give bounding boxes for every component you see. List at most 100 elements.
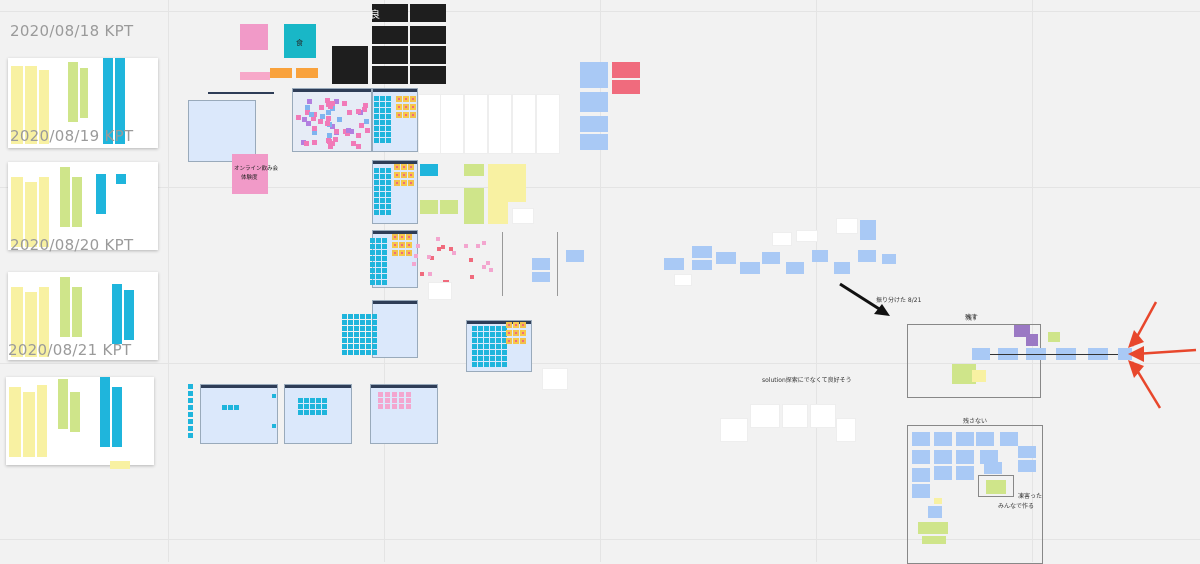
cluster-note[interactable] bbox=[366, 326, 371, 331]
cluster-note[interactable] bbox=[436, 237, 440, 241]
cluster-note[interactable] bbox=[342, 338, 347, 343]
sticky-orange[interactable] bbox=[270, 68, 292, 78]
cluster-note[interactable] bbox=[412, 114, 414, 116]
flow-node[interactable] bbox=[956, 450, 974, 464]
sticky-green[interactable] bbox=[464, 164, 484, 176]
cluster-note[interactable] bbox=[478, 344, 483, 349]
flow-node[interactable] bbox=[692, 246, 712, 258]
cluster-note[interactable] bbox=[482, 265, 486, 269]
flow-node[interactable] bbox=[1118, 348, 1132, 360]
cluster-note[interactable] bbox=[312, 112, 317, 117]
cluster-note[interactable] bbox=[380, 96, 385, 101]
sticky-red[interactable] bbox=[612, 80, 640, 94]
sticky-teal-top[interactable]: 食 bbox=[284, 24, 316, 58]
cluster-note[interactable] bbox=[412, 262, 416, 266]
flow-node[interactable] bbox=[1000, 432, 1018, 446]
cluster-note[interactable] bbox=[386, 108, 391, 113]
cluster-note[interactable] bbox=[366, 338, 371, 343]
flow-node[interactable] bbox=[762, 252, 780, 264]
cluster-note[interactable] bbox=[396, 166, 398, 168]
flow-node[interactable] bbox=[912, 484, 930, 498]
white-note[interactable] bbox=[512, 208, 534, 224]
cluster-note[interactable] bbox=[398, 98, 400, 100]
cluster-note[interactable] bbox=[342, 320, 347, 325]
cluster-note[interactable] bbox=[490, 338, 495, 343]
kpt-board-0819[interactable] bbox=[8, 162, 158, 250]
cluster-note[interactable] bbox=[374, 186, 379, 191]
dark-card[interactable] bbox=[410, 66, 446, 84]
cluster-note[interactable] bbox=[360, 344, 365, 349]
keep-notes[interactable] bbox=[39, 177, 49, 247]
sticky-pink-top[interactable] bbox=[240, 24, 268, 50]
cluster-note[interactable] bbox=[382, 250, 387, 255]
cluster-note[interactable] bbox=[354, 320, 359, 325]
cluster-note[interactable] bbox=[489, 268, 493, 272]
cluster-note[interactable] bbox=[508, 332, 510, 334]
kpt-board-0818[interactable] bbox=[8, 58, 158, 148]
try-notes[interactable] bbox=[124, 290, 134, 340]
white-column[interactable] bbox=[418, 94, 442, 154]
cluster-note[interactable] bbox=[370, 268, 375, 273]
cluster-note[interactable] bbox=[347, 110, 352, 115]
cluster-note[interactable] bbox=[188, 433, 193, 438]
cluster-note[interactable] bbox=[478, 332, 483, 337]
white-column[interactable] bbox=[536, 94, 560, 154]
cluster-note[interactable] bbox=[374, 198, 379, 203]
cluster-note[interactable] bbox=[304, 404, 309, 409]
white-note[interactable] bbox=[782, 404, 808, 428]
cluster-note[interactable] bbox=[405, 106, 407, 108]
cluster-note[interactable] bbox=[188, 405, 193, 410]
cluster-note[interactable] bbox=[380, 192, 385, 197]
cluster-note[interactable] bbox=[412, 98, 414, 100]
cluster-note[interactable] bbox=[484, 332, 489, 337]
sticky-green[interactable] bbox=[918, 522, 948, 534]
cluster-note[interactable] bbox=[301, 140, 306, 145]
flow-node[interactable] bbox=[882, 254, 896, 264]
sticky-purple[interactable] bbox=[1026, 334, 1038, 346]
cluster-note[interactable] bbox=[449, 247, 453, 251]
cluster-note[interactable] bbox=[306, 121, 311, 126]
cluster-note[interactable] bbox=[496, 326, 501, 331]
cluster-note[interactable] bbox=[414, 254, 418, 258]
flow-node[interactable] bbox=[984, 462, 1002, 474]
cluster-note[interactable] bbox=[372, 332, 377, 337]
cluster-note[interactable] bbox=[428, 272, 432, 276]
cluster-note[interactable] bbox=[482, 241, 486, 245]
dark-card[interactable] bbox=[410, 26, 446, 44]
cluster-note[interactable] bbox=[298, 398, 303, 403]
cluster-note[interactable] bbox=[354, 332, 359, 337]
cluster-note[interactable] bbox=[386, 198, 391, 203]
white-column[interactable] bbox=[488, 94, 512, 154]
dark-card[interactable] bbox=[410, 46, 446, 64]
flow-node[interactable] bbox=[858, 250, 876, 262]
cluster-note[interactable] bbox=[309, 112, 314, 117]
cluster-note[interactable] bbox=[394, 244, 396, 246]
flow-node[interactable] bbox=[956, 432, 974, 446]
cluster-note[interactable] bbox=[380, 180, 385, 185]
keep-notes[interactable] bbox=[25, 66, 37, 144]
cluster-note[interactable] bbox=[305, 105, 310, 110]
cluster-note[interactable] bbox=[472, 362, 477, 367]
white-column[interactable] bbox=[464, 94, 488, 154]
cluster-note[interactable] bbox=[490, 362, 495, 367]
cluster-note[interactable] bbox=[370, 280, 375, 285]
dark-card[interactable] bbox=[332, 46, 368, 84]
cluster-note[interactable] bbox=[403, 174, 405, 176]
cluster-note[interactable] bbox=[522, 340, 524, 342]
cluster-note[interactable] bbox=[366, 320, 371, 325]
cluster-note[interactable] bbox=[515, 324, 517, 326]
cluster-note[interactable] bbox=[322, 398, 327, 403]
cluster-note[interactable] bbox=[403, 182, 405, 184]
cluster-note[interactable] bbox=[346, 128, 351, 133]
cluster-note[interactable] bbox=[396, 182, 398, 184]
cluster-note[interactable] bbox=[334, 129, 339, 134]
cluster-note[interactable] bbox=[318, 119, 323, 124]
keep-notes[interactable] bbox=[9, 387, 21, 457]
cluster-note[interactable] bbox=[427, 255, 431, 259]
problem-notes[interactable] bbox=[80, 68, 88, 118]
cluster-note[interactable] bbox=[472, 350, 477, 355]
cluster-note[interactable] bbox=[410, 182, 412, 184]
cluster-note[interactable] bbox=[398, 114, 400, 116]
cluster-note[interactable] bbox=[399, 398, 404, 403]
cluster-note[interactable] bbox=[385, 392, 390, 397]
